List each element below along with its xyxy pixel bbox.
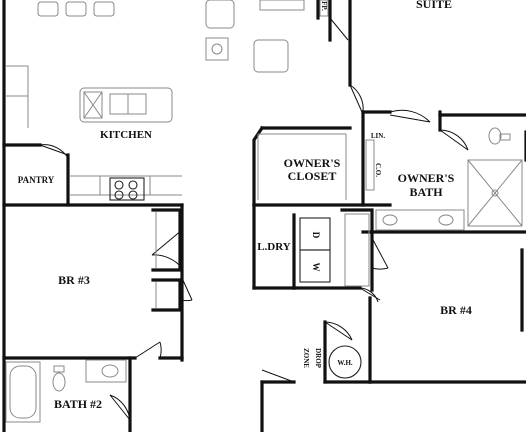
label-linen: LIN. xyxy=(371,132,385,140)
fixtures xyxy=(5,0,523,423)
owners-toilet xyxy=(488,127,511,145)
label-coat-closet: C.O. xyxy=(374,163,382,177)
water-heater xyxy=(328,345,362,379)
double-vanity xyxy=(375,209,465,231)
label-fireplace: FP. xyxy=(320,1,328,11)
armchair xyxy=(205,0,235,29)
side-table xyxy=(205,37,229,61)
label-laundry: L.DRY xyxy=(257,241,291,253)
room-labels: SUITE KITCHEN PANTRY BR #3 BATH #2 OWNER… xyxy=(18,0,472,411)
label-owners-bath-1: OWNER'S xyxy=(398,171,455,185)
range-cooktop xyxy=(109,177,145,201)
label-pantry: PANTRY xyxy=(18,175,55,185)
label-washer: W xyxy=(311,263,321,272)
bar-stools xyxy=(37,1,115,17)
label-br4: BR #4 xyxy=(440,303,472,317)
label-br3: BR #3 xyxy=(58,273,90,287)
doors xyxy=(39,17,469,423)
kitchen-island xyxy=(79,87,173,123)
washer-dryer xyxy=(299,213,370,287)
label-owners-bath-2: BATH xyxy=(409,185,443,199)
toilet xyxy=(52,365,66,392)
label-drop-zone-1: DROP xyxy=(314,348,322,369)
label-kitchen: KITCHEN xyxy=(100,129,152,141)
label-drop-zone-2: ZONE xyxy=(302,348,310,368)
label-owners-closet-2: CLOSET xyxy=(288,169,337,183)
label-water-heater: W.H. xyxy=(337,359,353,367)
label-owners-closet-1: OWNER'S xyxy=(284,156,341,170)
owners-shower xyxy=(467,159,523,227)
label-suite: SUITE xyxy=(416,0,452,11)
bathtub xyxy=(5,361,41,423)
sofa xyxy=(259,0,305,11)
label-bath2: BATH #2 xyxy=(54,397,102,411)
vanity-sink xyxy=(85,359,127,383)
label-dryer: D xyxy=(311,232,321,239)
armchair xyxy=(253,39,289,73)
